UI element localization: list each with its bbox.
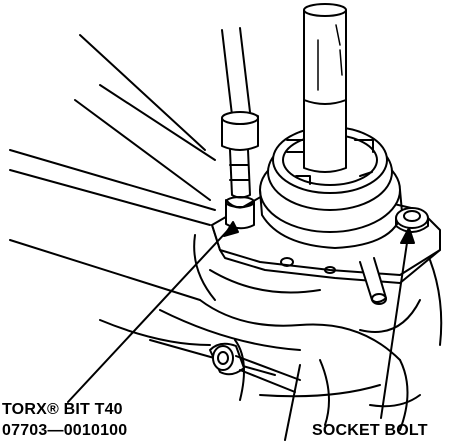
torx-bit-part-number: 07703—0010100 bbox=[2, 422, 128, 439]
torx-bit-tool bbox=[221, 27, 259, 230]
tie-rod-end bbox=[149, 339, 301, 393]
torx-bit-leader bbox=[67, 221, 239, 403]
wheel-stud bbox=[359, 257, 387, 305]
socket-bolt bbox=[395, 207, 429, 233]
driver-shaft bbox=[303, 3, 347, 173]
socket-bolt-label: SOCKET BOLT bbox=[312, 422, 428, 439]
torx-bit-label: TORX® BIT T40 bbox=[2, 401, 123, 418]
socket-bolt-leader bbox=[380, 227, 415, 419]
